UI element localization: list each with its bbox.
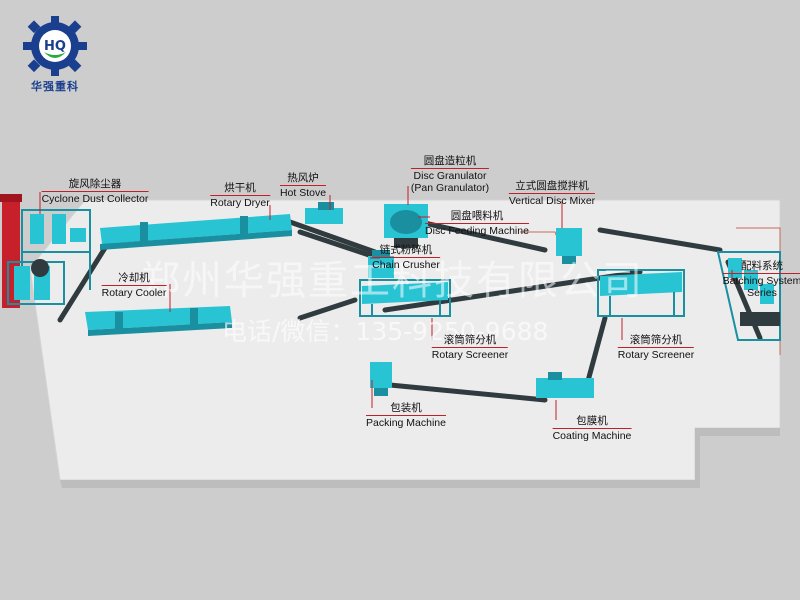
- rotary-dryer: [100, 214, 292, 250]
- label-en-secondary: Series: [747, 287, 777, 299]
- label-chain-crusher: 链式粉碎机 Chain Crusher: [372, 244, 440, 271]
- label-en: Vertical Disc Mixer: [508, 193, 596, 207]
- watermark-phone: 电话/微信：135-9250-9688: [222, 317, 549, 346]
- label-cn: 圆盘喂料机: [450, 210, 504, 222]
- label-batching-system: 配料系统 Batching System Series: [722, 260, 800, 299]
- hot-stove: [305, 202, 343, 224]
- label-vertical-disc-mixer: 立式圆盘搅拌机 Vertical Disc Mixer: [508, 180, 596, 207]
- label-cn: 包装机: [390, 402, 422, 414]
- label-packing-machine: 包装机 Packing Machine: [366, 402, 446, 429]
- label-en: Hot Stove: [279, 185, 327, 199]
- label-en: Disc Granulator: [410, 168, 490, 182]
- label-cn: 热风炉: [287, 172, 319, 184]
- label-en: Rotary Cooler: [101, 285, 167, 299]
- label-en: Batching System: [722, 273, 800, 287]
- rotary-cooler: [85, 306, 232, 336]
- logo-letters: HQ: [44, 39, 66, 54]
- label-hot-stove: 热风炉 Hot Stove: [279, 172, 327, 199]
- label-rotary-screener-2: 滚筒筛分机 Rotary Screener: [617, 334, 695, 361]
- label-cn: 烘干机: [224, 182, 256, 194]
- watermark-company: 郑州华强重工科技有限公司: [140, 258, 644, 304]
- packing-machine: [370, 362, 392, 396]
- coating-machine: [536, 372, 594, 398]
- label-en: Packing Machine: [366, 415, 446, 429]
- label-cyclone-dust-collector: 旋风除尘器 Cyclone Dust Collector: [41, 178, 149, 205]
- cyclone-dust-collector: [21, 209, 91, 290]
- label-leader-lines: [39, 186, 733, 420]
- label-en: Coating Machine: [552, 428, 632, 442]
- label-cn: 链式粉碎机: [379, 244, 433, 256]
- label-en: Chain Crusher: [372, 257, 440, 271]
- label-cn: 圆盘造粒机: [423, 155, 477, 167]
- floor-edge: [60, 428, 780, 488]
- label-cn: 滚筒筛分机: [443, 334, 497, 346]
- label-en: Disc Feeding Machine: [425, 223, 529, 237]
- gear-icon: [23, 16, 87, 76]
- label-coating-machine: 包膜机 Coating Machine: [552, 415, 632, 442]
- chain-crusher: [368, 250, 394, 278]
- label-en: Rotary Dryer: [210, 195, 270, 209]
- label-cn: 滚筒筛分机: [629, 334, 683, 346]
- label-rotary-dryer: 烘干机 Rotary Dryer: [210, 182, 270, 209]
- label-disc-feeding-machine: 圆盘喂料机 Disc Feeding Machine: [425, 210, 529, 237]
- cooler-dust-collector: [7, 259, 65, 305]
- rotary-screener-1: [359, 279, 451, 317]
- label-cn: 立式圆盘搅拌机: [515, 180, 589, 192]
- rotary-screener-2: [597, 269, 685, 317]
- label-cn: 包膜机: [576, 415, 608, 427]
- label-en: Rotary Screener: [617, 347, 695, 361]
- vertical-disc-mixer: [556, 228, 582, 264]
- label-disc-granulator: 圆盘造粒机 Disc Granulator (Pan Granulator): [410, 155, 490, 194]
- label-cn: 冷却机: [118, 272, 150, 284]
- label-rotary-screener-1: 滚筒筛分机 Rotary Screener: [431, 334, 509, 361]
- logo-brand-text: 华强重科: [31, 80, 79, 93]
- disc-granulator: [384, 204, 428, 248]
- label-cn: 配料系统: [740, 260, 783, 272]
- company-logo: HQ: [23, 16, 87, 76]
- label-rotary-cooler: 冷却机 Rotary Cooler: [101, 272, 167, 299]
- label-en: Cyclone Dust Collector: [41, 191, 149, 205]
- label-cn: 旋风除尘器: [68, 178, 122, 190]
- label-en-secondary: (Pan Granulator): [410, 182, 490, 194]
- label-en: Rotary Screener: [431, 347, 509, 361]
